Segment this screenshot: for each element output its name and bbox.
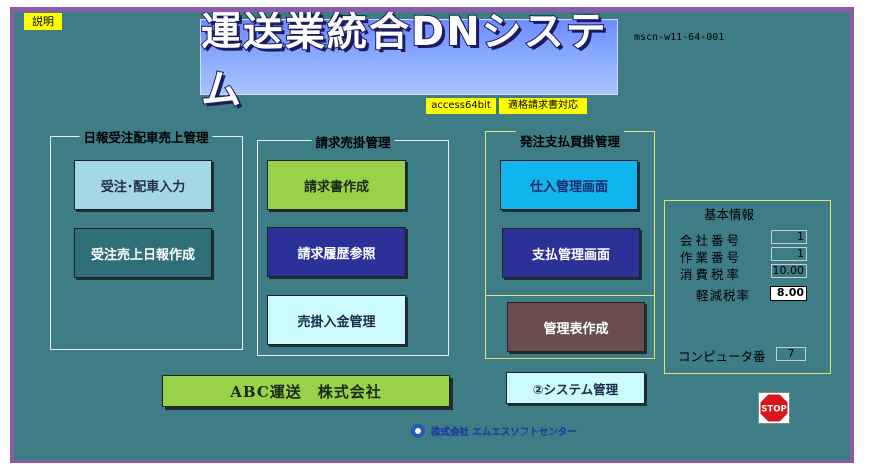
computer-no-label: コンピュータ番 bbox=[678, 349, 766, 364]
basic-info-panel bbox=[664, 200, 831, 374]
reduced-rate-label: 軽減税率 bbox=[696, 288, 751, 303]
billing-group-label: 請求売掛管理 bbox=[311, 132, 395, 151]
stop-button[interactable]: STOP bbox=[758, 392, 790, 424]
work-no-label: 作業番号 bbox=[680, 250, 743, 265]
order-dispatch-button[interactable]: 受注･配車入力 bbox=[74, 160, 212, 210]
basic-info-title: 基本情報 bbox=[704, 207, 755, 222]
company-no-label: 会社番号 bbox=[680, 233, 743, 248]
company-no-field[interactable]: 1 bbox=[771, 230, 807, 244]
app-title-banner: 運送業統合DNシステム bbox=[200, 12, 618, 114]
tax-rate-label: 消費税率 bbox=[680, 267, 743, 282]
access-version-tag: access64bit bbox=[426, 98, 496, 114]
tax-rate-field[interactable]: 10.00 bbox=[771, 264, 807, 278]
payable-group-divider bbox=[485, 295, 655, 296]
payable-group-label: 発注支払買掛管理 bbox=[515, 131, 625, 150]
invoice-compliance-tag: 適格請求書対応 bbox=[499, 98, 587, 114]
system-management-button[interactable]: ②システム管理 bbox=[506, 372, 645, 404]
invoice-history-button[interactable]: 請求履歴参照 bbox=[267, 227, 406, 277]
main-panel: 説明 運送業統合DNシステム mscn-w11-64-001 access64b… bbox=[14, 12, 850, 460]
version-code: mscn-w11-64-001 bbox=[634, 32, 725, 43]
daily-report-button[interactable]: 受注売上日報作成 bbox=[74, 228, 212, 278]
management-report-button[interactable]: 管理表作成 bbox=[507, 302, 645, 352]
company-name-button[interactable]: ABC運送 株式会社 bbox=[162, 375, 450, 407]
daily-report-group-label: 日報受注配車売上管理 bbox=[79, 127, 213, 146]
work-no-field[interactable]: 1 bbox=[771, 247, 807, 261]
help-button[interactable]: 説明 bbox=[24, 13, 62, 30]
vendor-name: 株式会社 エムエスソフトセンター bbox=[431, 427, 577, 438]
stop-icon: STOP bbox=[760, 394, 788, 422]
vendor-logo: 株式会社 エムエスソフトセンター bbox=[409, 422, 577, 440]
stop-label: STOP bbox=[761, 405, 786, 415]
payment-management-button[interactable]: 支払管理画面 bbox=[502, 228, 640, 278]
computer-no-field[interactable]: 7 bbox=[776, 347, 806, 361]
create-invoice-button[interactable]: 請求書作成 bbox=[267, 160, 406, 210]
receivable-payment-button[interactable]: 売掛入金管理 bbox=[267, 295, 406, 345]
app-title: 運送業統合DNシステム bbox=[200, 12, 608, 114]
vendor-star-icon bbox=[411, 424, 425, 438]
reduced-rate-field[interactable]: 8.00 bbox=[770, 286, 807, 301]
purchase-management-button[interactable]: 仕入管理画面 bbox=[500, 160, 638, 210]
